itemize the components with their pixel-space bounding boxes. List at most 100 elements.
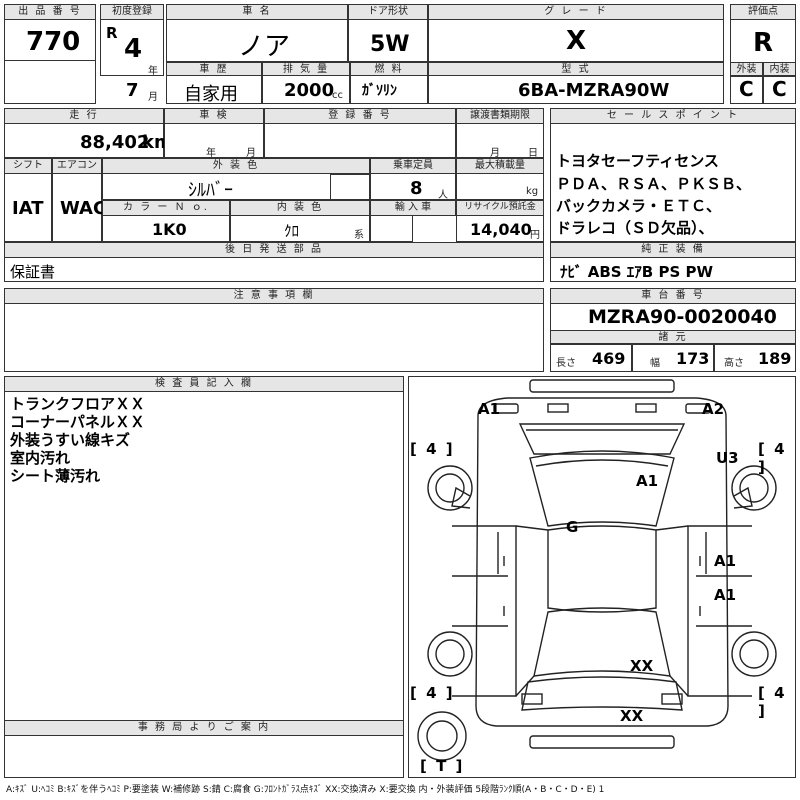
interior-cell <box>763 76 796 104</box>
inspector-note-2: コーナーパネルＸＸ <box>10 413 145 431</box>
color-no: 1K0 <box>152 220 187 239</box>
month-unit: 月 <box>148 92 158 103</box>
tire-front-right: [ 4 ] <box>758 440 787 476</box>
car-name-label: 車 名 <box>166 4 348 20</box>
recycle-label: リサイクル預託金 <box>456 200 544 216</box>
lot-number: 770 <box>26 27 81 57</box>
inspector-note-5: シート薄汚れ <box>10 467 101 485</box>
ac: WAC <box>60 198 107 219</box>
recycle-unit: 円 <box>530 230 540 241</box>
width-label: 幅 <box>650 358 660 369</box>
door-label: ドア形状 <box>348 4 428 20</box>
history: 自家用 <box>184 84 238 105</box>
car-diagram <box>417 379 777 761</box>
transfer-label: 譲渡書類期限 <box>456 108 544 124</box>
damage-mark-rear: XX <box>630 657 654 675</box>
score: R <box>753 28 774 58</box>
seats-label: 乗車定員 <box>370 158 456 174</box>
color-no-label: カ ラ ー Ｎ ｏ. <box>102 200 230 216</box>
displacement-unit: cc <box>332 90 343 101</box>
spec-length-cell <box>550 344 632 372</box>
load-label: 最大積載量 <box>456 158 544 174</box>
model: 6BA-MZRA90W <box>518 80 670 101</box>
tire-rear-left: [ 4 ] <box>410 684 455 702</box>
inspector-label: 検 査 員 記 入 欄 <box>4 376 404 392</box>
damage-mark-front-right: A2 <box>702 400 725 418</box>
grade-label: グ レ ー ド <box>428 4 724 20</box>
later-parts: 保証書 <box>10 263 56 281</box>
car-name: ノア <box>238 32 291 62</box>
length-label: 長さ <box>556 358 576 369</box>
damage-mark-front-left: A1 <box>478 400 501 418</box>
exterior-score: C <box>739 77 754 101</box>
seats-unit: 人 <box>438 190 448 201</box>
mileage-label: 走 行 <box>4 108 164 124</box>
sales-point-1: トヨタセーフティセンス <box>556 152 719 170</box>
int-color-unit: 系 <box>354 230 364 241</box>
recycle-fee: 14,040 <box>470 220 532 239</box>
height: 189 <box>758 349 792 368</box>
inspector-note-1: トランクフロアＸＸ <box>10 395 146 413</box>
era: R <box>106 24 118 42</box>
inspector-box <box>4 376 404 778</box>
damage-mark-side-1: A1 <box>714 552 737 570</box>
registration-year: 4 <box>124 34 143 64</box>
registration-divider <box>100 75 164 104</box>
inspection-year-unit: 年 <box>206 148 216 159</box>
chassis-number: MZRA90-0020040 <box>588 306 777 328</box>
load-unit: kg <box>526 186 539 197</box>
chassis-label: 車 台 番 号 <box>550 288 796 304</box>
exterior-color: ｼﾙﾊﾞｰ <box>188 180 233 201</box>
width: 173 <box>676 349 710 368</box>
lot-number-lower <box>4 60 96 104</box>
later-parts-label: 後 日 発 送 部 品 <box>4 242 544 258</box>
damage-mark-roof: A1 <box>636 472 659 490</box>
shift-label: シフト <box>4 158 52 174</box>
spec-height-cell <box>714 344 796 372</box>
sales-point-3: バックカメラ・ＥＴＣ、 <box>556 197 722 215</box>
sales-label: セ ー ル ス ポ イ ン ト <box>550 108 796 124</box>
color-label: 外 装 色 <box>102 158 370 174</box>
damage-mark-u3: U3 <box>716 449 739 467</box>
sales-box <box>550 108 796 242</box>
caution-label: 注 意 事 項 欄 <box>4 288 544 304</box>
interior-color: ｸﾛ <box>284 222 300 240</box>
inspector-note-4: 室内汚れ <box>10 449 71 467</box>
fuel: ｶﾞｿﾘﾝ <box>362 83 397 99</box>
tire-front-left: [ 4 ] <box>410 440 455 458</box>
history-label: 車 歴 <box>166 62 262 76</box>
lot-number-label: 出 品 番 号 <box>4 4 96 20</box>
score-label: 評価点 <box>730 4 796 20</box>
displacement-label: 排 気 量 <box>262 62 350 76</box>
int-color-label: 内 装 色 <box>230 200 370 216</box>
damage-mark-side-2: A1 <box>714 586 737 604</box>
equipment: ﾅﾋﾞ ABS ｴｱB PS PW <box>560 263 714 281</box>
reg-number-label: 登 録 番 号 <box>264 108 456 124</box>
equipment-label: 純 正 装 備 <box>550 242 796 258</box>
office-label: 事 務 局 よ り ご 案 内 <box>4 720 404 736</box>
exterior-cell <box>730 76 763 104</box>
import-sub-cell <box>412 216 456 242</box>
inspection-month-unit: 月 <box>246 148 256 159</box>
spec-label: 諸 元 <box>550 330 796 344</box>
inspection-label: 車 検 <box>164 108 264 124</box>
shift: IAT <box>12 198 44 219</box>
damage-mark-rear-bumper: XX <box>620 707 644 725</box>
displacement: 2000 <box>284 80 335 101</box>
model-label: 型 式 <box>428 62 724 76</box>
registration-month: 7 <box>126 80 139 101</box>
import-label: 輸 入 車 <box>370 200 456 216</box>
sales-point-2: ＰＤＡ、ＲＳＡ、ＰＫＳＢ、 <box>556 175 752 193</box>
seats: 8 <box>410 178 423 199</box>
exterior-label: 外装 <box>730 62 763 76</box>
tire-spare: [ T ] <box>420 757 465 775</box>
year-unit: 年 <box>148 66 158 77</box>
ac-label: エアコン <box>52 158 102 174</box>
height-label: 高さ <box>724 358 744 369</box>
length: 469 <box>592 349 626 368</box>
mileage: 88,402 <box>80 132 150 153</box>
interior-score: C <box>772 77 787 101</box>
color-sub-cell <box>330 174 370 200</box>
grade: X <box>566 26 587 56</box>
interior-label: 内装 <box>763 62 796 76</box>
